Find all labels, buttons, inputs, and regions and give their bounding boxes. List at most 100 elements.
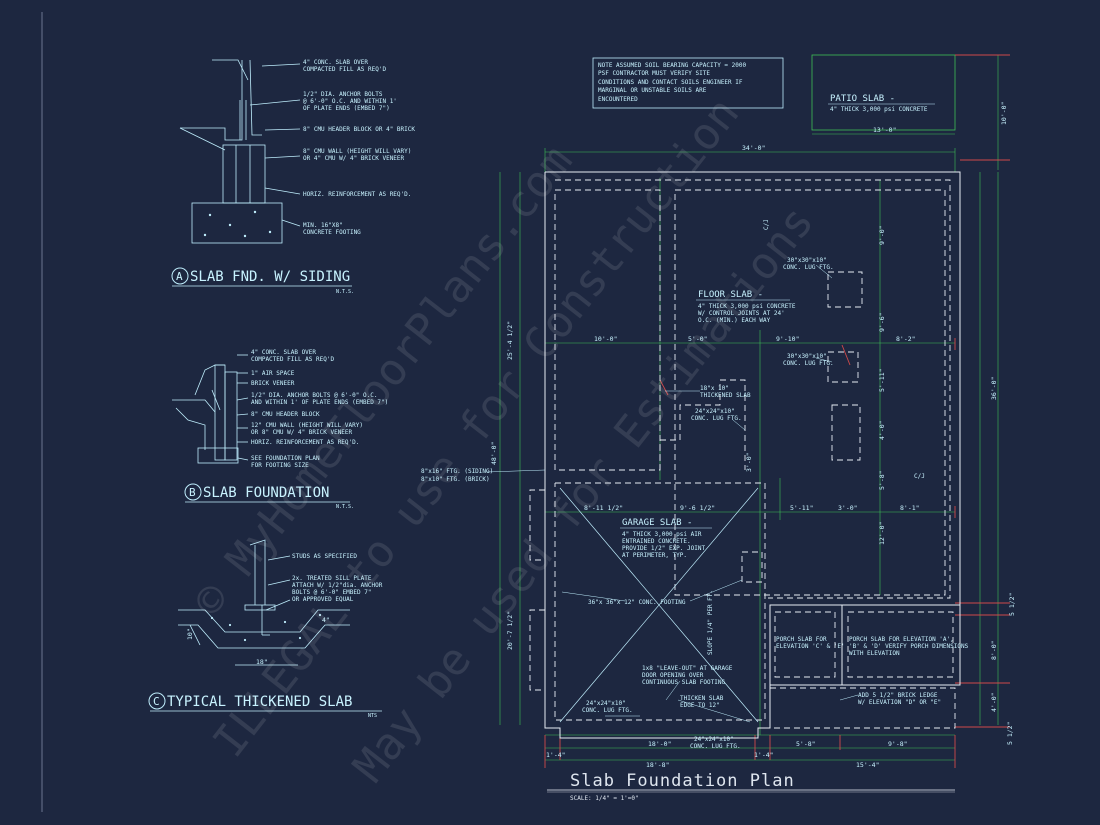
dim-right-4: 4'-0" xyxy=(878,420,886,440)
lug3-line-1: 24"x24"x10" xyxy=(695,408,735,415)
garage-slab-line-4: AT PERIMETER, TYP. xyxy=(622,552,687,559)
dim-row2-4: 3'-0" xyxy=(838,504,858,512)
dim-right-3: 5'-11" xyxy=(878,369,886,392)
detail-b-note-4: BRICK VENEER xyxy=(251,380,295,387)
lug4-line-2: CONC. LUG FTG. xyxy=(582,707,633,714)
cj-label-2: C/J xyxy=(914,473,925,480)
detail-c-note-5: OR APPROVED EQUAL xyxy=(292,596,354,603)
dim-row2-1: 8'-11 1/2" xyxy=(584,504,623,512)
detail-b-note-3: 1" AIR SPACE xyxy=(251,370,295,377)
dim-bottom1-5: 9'-8" xyxy=(888,740,908,748)
detail-c-note-1: STUDS AS SPECIFIED xyxy=(292,553,357,560)
brick-ledge-line-1: ADD 5 1/2" BRICK LEDGE xyxy=(858,692,938,699)
lug2-line-2: CONC. LUG FTG. xyxy=(783,360,834,367)
dim-right-1: 9'-0" xyxy=(878,225,886,245)
lug3-line-2: CONC. LUG FTG. xyxy=(691,415,742,422)
lug1-line-2: CONC. LUG FTG. xyxy=(783,264,834,271)
detail-a: 4" CONC. SLAB OVER COMPACTED FILL AS REQ… xyxy=(171,59,415,295)
detail-a-note-10: MIN. 16"X8" xyxy=(303,222,343,229)
plan-title-block: Slab Foundation Plan SCALE: 1/4" = 1'=0" xyxy=(547,771,955,802)
dim-right-6: 12'-0" xyxy=(878,522,886,545)
dim-row1-3: 9'-10" xyxy=(776,335,799,343)
detail-b-note-10: HORIZ. REINFORCEMENT AS REQ'D. xyxy=(251,439,359,446)
detail-c: STUDS AS SPECIFIED 2x. TREATED SILL PLAT… xyxy=(148,539,383,719)
soil-note: NOTE ASSUMED SOIL BEARING CAPACITY = 200… xyxy=(592,57,784,109)
porch-abd-line-1: PORCH SLAB FOR ELEVATION 'A', xyxy=(849,636,954,643)
garage-slab-line-1: 4" THICK 3,000 psi AIR xyxy=(622,531,702,538)
cj-label-1: C/J xyxy=(763,219,770,230)
soil-note-line-4: MARGINAL OR UNSTABLE SOILS ARE xyxy=(598,87,707,94)
porch-ce-line-2: ELEVATION 'C' & 'E' xyxy=(776,643,845,650)
thicken-edge-line-2: EDGE TO 12" xyxy=(680,702,720,709)
patio-title: PATIO SLAB - xyxy=(830,94,895,104)
detail-a-note-9: HORIZ. REINFORCEMENT AS REQ'D. xyxy=(303,191,411,198)
dim-bottom1-3: 1'-4" xyxy=(754,751,774,759)
dim-right-9: 8'-0" xyxy=(990,640,998,660)
dim-right-7: 36'-0" xyxy=(990,377,998,400)
detail-a-note-11: CONCRETE FOOTING xyxy=(303,229,361,236)
detail-a-note-4: @ 6'-0" O.C. AND WITHIN 1' xyxy=(303,98,397,105)
leave-out-line-1: 1x8 "LEAVE-OUT" AT GARAGE xyxy=(642,665,733,672)
detail-a-title: SLAB FND. W/ SIDING xyxy=(190,269,350,285)
leave-out-line-3: CONTINUOUS SLAB FOOTING xyxy=(642,679,725,686)
detail-a-letter: A xyxy=(176,270,183,283)
garage-slab-title: GARAGE SLAB - xyxy=(622,518,692,528)
floor-slab-title: FLOOR SLAB - xyxy=(698,290,763,300)
brick-ledge-line-2: W/ ELEVATION "D" OR "E" xyxy=(858,699,941,706)
lug4-line-1: 24"x24"x10" xyxy=(586,700,626,707)
detail-c-letter: C xyxy=(153,695,160,708)
detail-b: 4" CONC. SLAB OVER COMPACTED FILL AS REQ… xyxy=(172,349,388,510)
detail-b-note-6: AND WITHIN 1' OF PLATE ENDS (EMBED 7") xyxy=(251,399,388,406)
foundation-plan: FLOOR SLAB - 4" THICK 3,000 psi CONCRETE… xyxy=(421,54,1016,769)
thickened-line-1: 18"x 10" xyxy=(700,385,729,392)
detail-b-scale: N.T.S. xyxy=(336,504,354,510)
plan-scale: SCALE: 1/4" = 1'=0" xyxy=(570,795,639,802)
detail-b-note-7: 8" CMU HEADER BLOCK xyxy=(251,411,320,418)
detail-c-dim-10: 10" xyxy=(186,628,194,640)
dim-left-1: 25'-4 1/2" xyxy=(506,321,514,360)
detail-b-note-12: FOR FOOTING SIZE xyxy=(251,462,309,469)
ftg-siding: 8"x16" FTG. (SIDING) xyxy=(421,468,493,475)
leave-out-line-2: DOOR OPENING OVER xyxy=(642,672,704,679)
detail-c-dim-18: 18" xyxy=(256,658,268,666)
ftg-brick: 8"x10" FTG. (BRICK) xyxy=(421,476,490,483)
dim-bottom2-2: 15'-4" xyxy=(856,761,879,769)
dim-right-2: 9'-6" xyxy=(878,312,886,332)
porch-abd-line-3: WITH ELEVATION xyxy=(849,650,900,657)
detail-b-note-5: 1/2" DIA. ANCHOR BOLTS @ 6'-0" O.C. xyxy=(251,392,377,399)
dim-right-5: 5'-8" xyxy=(878,470,886,490)
dim-bottom1-1: 1'-4" xyxy=(546,751,566,759)
slope-note: SLOPE 1/4" PER FT. xyxy=(707,590,714,655)
floor-slab-line-1: 4" THICK 3,000 psi CONCRETE xyxy=(698,303,796,310)
detail-b-note-9: OR 8" CMU W/ 4" BRICK VENEER xyxy=(251,429,353,436)
detail-a-note-2: COMPACTED FILL AS REQ'D xyxy=(303,66,386,73)
soil-note-line-2: PSF CONTRACTOR MUST VERIFY SITE xyxy=(598,70,710,77)
garage-slab-line-3: PROVIDE 1/2" EXP. JOINT xyxy=(622,545,705,552)
dim-row1-4: 8'-2" xyxy=(896,335,916,343)
detail-b-note-1: 4" CONC. SLAB OVER xyxy=(251,349,316,356)
detail-c-dim-4: 4" xyxy=(322,616,330,624)
patio-width: 13'-0" xyxy=(873,126,896,134)
detail-c-scale: NTS xyxy=(368,713,377,719)
detail-c-note-2: 2x. TREATED SILL PLATE xyxy=(292,575,372,582)
floor-slab-line-2: W/ CONTROL JOINTS AT 24' xyxy=(698,310,785,317)
lug5-line-2: CONC. LUG FTG. xyxy=(690,743,741,750)
dim-overall: 34'-0" xyxy=(742,144,765,152)
lug1-line-1: 30"x30"x10" xyxy=(787,257,827,264)
dim-bottom1-4: 5'-8" xyxy=(796,740,816,748)
detail-b-title: SLAB FOUNDATION xyxy=(203,485,329,501)
dim-row2-5: 8'-1" xyxy=(900,504,920,512)
dim-right-11: 5 1/2" xyxy=(1006,722,1014,745)
detail-a-note-5: OF PLATE ENDS (EMBED 7") xyxy=(303,105,390,112)
lug2-line-1: 30"x30"x10" xyxy=(787,353,827,360)
patio-note: 4" THICK 3,000 psi CONCRETE xyxy=(830,106,928,113)
dim-row2-3: 5'-11" xyxy=(790,504,813,512)
dim-right-10: 4'-0" xyxy=(990,692,998,712)
thicken-edge-line-1: THICKEN SLAB xyxy=(680,695,724,702)
dim-row1-2: 5'-0" xyxy=(688,335,708,343)
conc-footing-note: 36"x 36"x 12" CONC. FOOTING xyxy=(588,599,686,606)
detail-c-title: TYPICAL THICKENED SLAB xyxy=(167,694,352,710)
soil-note-line-5: ENCOUNTERED xyxy=(598,96,638,103)
detail-b-note-11: SEE FOUNDATION PLAN xyxy=(251,455,320,462)
